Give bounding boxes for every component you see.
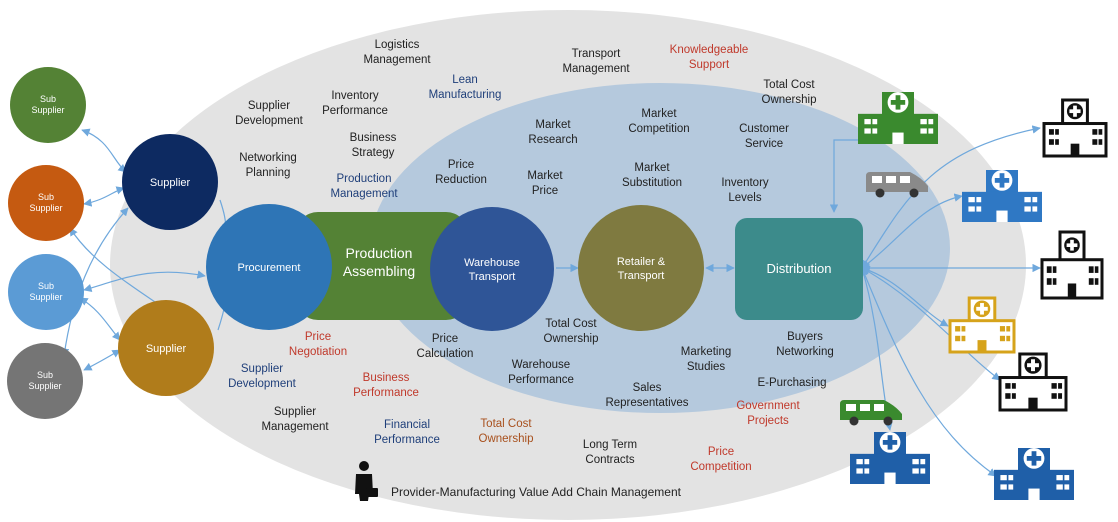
- sub-supplier-node: Sub Supplier: [10, 67, 86, 143]
- svg-text:Assembling: Assembling: [343, 263, 415, 279]
- svg-text:Production: Production: [346, 245, 413, 261]
- svg-text:Sub: Sub: [40, 94, 56, 104]
- distribution-node: Distribution: [735, 218, 863, 320]
- hospital-icon: [858, 92, 938, 144]
- hospital-icon: [994, 448, 1074, 500]
- svg-text:Sub: Sub: [38, 281, 54, 291]
- hospital-icon: [948, 296, 1016, 354]
- procurement-node: Procurement: [206, 204, 332, 330]
- businessman-icon: [355, 461, 378, 501]
- production-node: Production Assembling: [296, 212, 468, 320]
- ambulance-icon: [840, 400, 902, 426]
- sub-supplier-node: Sub Supplier: [7, 343, 83, 419]
- warehouse-transport-node: Warehouse Transport: [430, 207, 554, 331]
- hospital-icon: [1040, 230, 1104, 300]
- supplier-node: Supplier: [122, 134, 218, 230]
- term-label: E-Purchasing: [757, 377, 826, 389]
- hospital-icon: [998, 352, 1068, 412]
- svg-text:Sub: Sub: [38, 192, 54, 202]
- svg-text:Supplier: Supplier: [31, 105, 64, 115]
- ambulance-icon: [866, 172, 928, 198]
- svg-text:Warehouse: Warehouse: [464, 257, 520, 269]
- svg-text:Distribution: Distribution: [766, 261, 831, 276]
- hospital-icon: [962, 170, 1042, 222]
- svg-text:Transport: Transport: [618, 270, 665, 282]
- svg-text:Procurement: Procurement: [238, 262, 301, 274]
- svg-text:Supplier: Supplier: [29, 203, 62, 213]
- svg-text:Supplier: Supplier: [146, 343, 187, 355]
- hospital-icon: [1042, 98, 1108, 158]
- svg-text:Sub: Sub: [37, 370, 53, 380]
- svg-text:Supplier: Supplier: [29, 292, 62, 302]
- supplier-node: Supplier: [118, 300, 214, 396]
- hospital-icon: [850, 432, 930, 484]
- svg-text:Supplier: Supplier: [150, 177, 191, 189]
- sub-supplier-node: Sub Supplier: [8, 254, 84, 330]
- svg-text:Retailer &: Retailer &: [617, 256, 666, 268]
- sub-supplier-node: Sub Supplier: [8, 165, 84, 241]
- retailer-transport-node: Retailer & Transport: [578, 205, 704, 331]
- svg-text:Supplier: Supplier: [28, 381, 61, 391]
- svg-text:Transport: Transport: [469, 271, 516, 283]
- footer-caption: Provider-Manufacturing Value Add Chain M…: [391, 485, 682, 499]
